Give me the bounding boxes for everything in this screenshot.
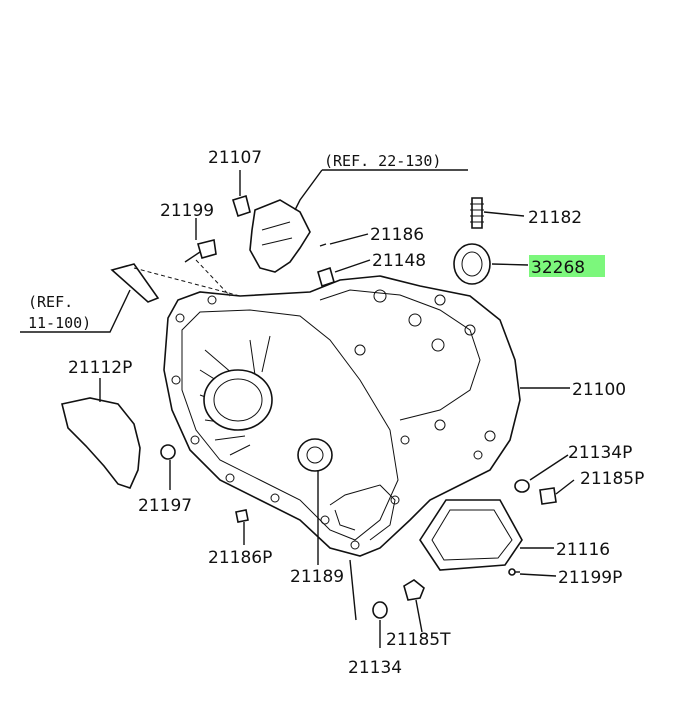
part-21185p-plug bbox=[539, 487, 557, 505]
label-21185p: 21185P bbox=[580, 469, 644, 489]
ref-11-100-line1: (REF. bbox=[28, 293, 73, 311]
label-21112p: 21112P bbox=[68, 358, 132, 378]
ref-11-100-line2: 11-100) bbox=[28, 314, 91, 332]
label-21197: 21197 bbox=[138, 496, 192, 516]
label-21134p: 21134P bbox=[568, 443, 632, 463]
label-21199p: 21199P bbox=[558, 568, 622, 588]
label-21185t: 21185T bbox=[386, 630, 451, 650]
leader-lines bbox=[20, 169, 575, 648]
part-21134-washer bbox=[372, 601, 388, 619]
part-21197-plug bbox=[160, 444, 176, 460]
label-21148: 21148 bbox=[372, 251, 426, 271]
label-21107: 21107 bbox=[208, 148, 262, 168]
part-21148-bushing bbox=[317, 266, 335, 288]
part-21134p-washer bbox=[514, 479, 530, 493]
label-21134: 21134 bbox=[348, 658, 402, 678]
label-21100: 21100 bbox=[572, 380, 626, 400]
label-21186: 21186 bbox=[370, 225, 424, 245]
transmission-case bbox=[163, 275, 521, 557]
part-bracket-ref-22-130 bbox=[249, 199, 311, 273]
label-32268: 32268 bbox=[531, 258, 585, 278]
part-32268-oil-seal bbox=[453, 243, 491, 285]
label-21189: 21189 bbox=[290, 567, 344, 587]
part-21185t-plug bbox=[403, 579, 425, 601]
part-21199-bolt bbox=[184, 239, 217, 263]
part-21186p-pin bbox=[235, 509, 249, 523]
part-21112p-gasket bbox=[61, 397, 141, 489]
part-21186-pin bbox=[319, 243, 327, 247]
label-21199: 21199 bbox=[160, 201, 214, 221]
ref-22-130: (REF. 22-130) bbox=[324, 152, 441, 170]
reference-labels: (REF. 22-130) (REF. 11-100) bbox=[28, 152, 441, 332]
part-21116-pan bbox=[419, 499, 523, 571]
label-21186p: 21186P bbox=[208, 548, 272, 568]
part-21182-breather bbox=[470, 197, 484, 229]
highlight-32268 bbox=[529, 255, 605, 277]
part-labels: 21107 21199 21186 21148 21182 32268 2110… bbox=[68, 148, 644, 678]
label-21182: 21182 bbox=[528, 208, 582, 228]
part-21107-plug bbox=[231, 194, 251, 218]
label-21116: 21116 bbox=[556, 540, 610, 560]
part-21199p-bolt bbox=[508, 568, 520, 576]
